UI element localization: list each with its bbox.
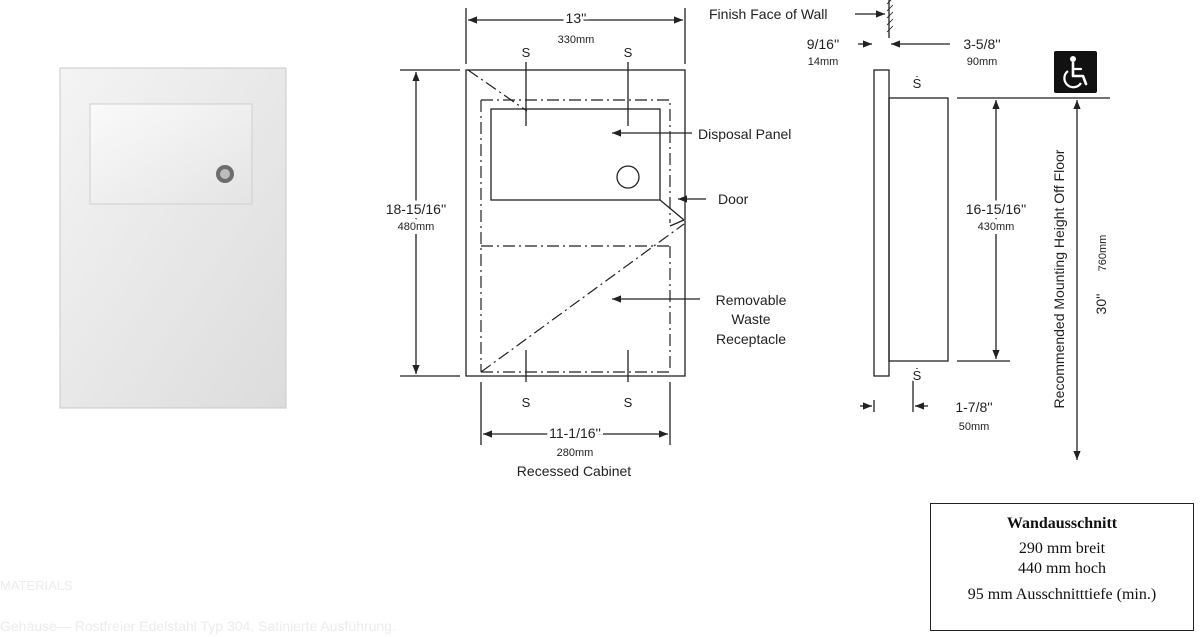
disposal-panel-callout: Disposal Panel — [698, 126, 791, 142]
front-view-caption: Recessed Cabinet — [517, 463, 632, 479]
faded-heading: MATERIALS — [0, 578, 73, 593]
receptacle-callout-2: Waste — [731, 311, 770, 327]
flange-mm-label: 14mm — [808, 56, 839, 68]
mounting-height-in-label: 30'' — [1093, 294, 1109, 315]
inner-width-mm-label: 280mm — [557, 447, 594, 459]
wall-cutout-width: 290 mm breit — [1018, 540, 1106, 557]
wheelchair-icon — [1054, 51, 1097, 93]
side-flange — [873, 69, 890, 377]
width-mm-label: 330mm — [558, 34, 595, 46]
s-mark-bottom-right: S — [624, 395, 633, 410]
front-outer-flange — [465, 69, 686, 377]
rough-height-mm-label: 430mm — [978, 221, 1015, 233]
finish-face-label: Finish Face of Wall — [709, 6, 828, 22]
front-view-text: 13'' 330mm 18-15/16'' 480mm 11-1/16'' 28… — [382, 7, 792, 479]
height-in-label: 18-15/16'' — [386, 201, 447, 217]
side-view-text: Finish Face of Wall 9/16'' 14mm 3-5/8'' … — [709, 6, 1109, 433]
side-s-mark-top: S — [913, 76, 922, 91]
wall-cutout-height: 440 mm hoch — [1018, 560, 1106, 577]
width-in-label: 13'' — [566, 10, 587, 26]
receptacle-callout-3: Receptacle — [716, 331, 786, 347]
s-mark-top-left: S — [522, 45, 531, 60]
height-mm-label: 480mm — [398, 221, 435, 233]
mounting-height-mm-label: 760mm — [1097, 235, 1109, 272]
depth-in-label: 3-5/8'' — [963, 36, 1000, 52]
product-photo — [59, 67, 287, 409]
bottom-in-label: 1-7/8'' — [955, 399, 992, 415]
side-view — [858, 0, 1110, 460]
rough-height-in-label: 16-15/16'' — [966, 201, 1027, 217]
s-mark-bottom-left: S — [522, 395, 531, 410]
door-callout: Door — [718, 191, 749, 207]
flange-in-label: 9/16'' — [807, 36, 840, 52]
depth-mm-label: 90mm — [967, 56, 998, 68]
disposal-door — [89, 103, 253, 205]
front-disposal-panel — [490, 108, 661, 201]
wall-cutout-box: Wandausschnitt 290 mm breit 440 mm hoch … — [930, 503, 1194, 631]
side-s-mark-bottom: S — [913, 368, 922, 383]
front-view — [400, 8, 706, 445]
receptacle-callout-1: Removable — [716, 292, 787, 308]
wall-cutout-depth: 95 mm Ausschnitttiefe (min.) — [967, 586, 1157, 603]
mounting-height-label: Recommended Mounting Height Off Floor — [1051, 149, 1067, 408]
bottom-mm-label: 50mm — [959, 421, 990, 433]
wall-cutout-title: Wandausschnitt — [1006, 515, 1118, 532]
front-panel-knob — [616, 165, 640, 189]
faded-description: Gehäuse— Rostfreier Edelstahl Typ 304, S… — [0, 618, 396, 634]
side-body — [888, 97, 949, 362]
s-mark-top-right: S — [624, 45, 633, 60]
inner-width-in-label: 11-1/16'' — [549, 425, 601, 441]
